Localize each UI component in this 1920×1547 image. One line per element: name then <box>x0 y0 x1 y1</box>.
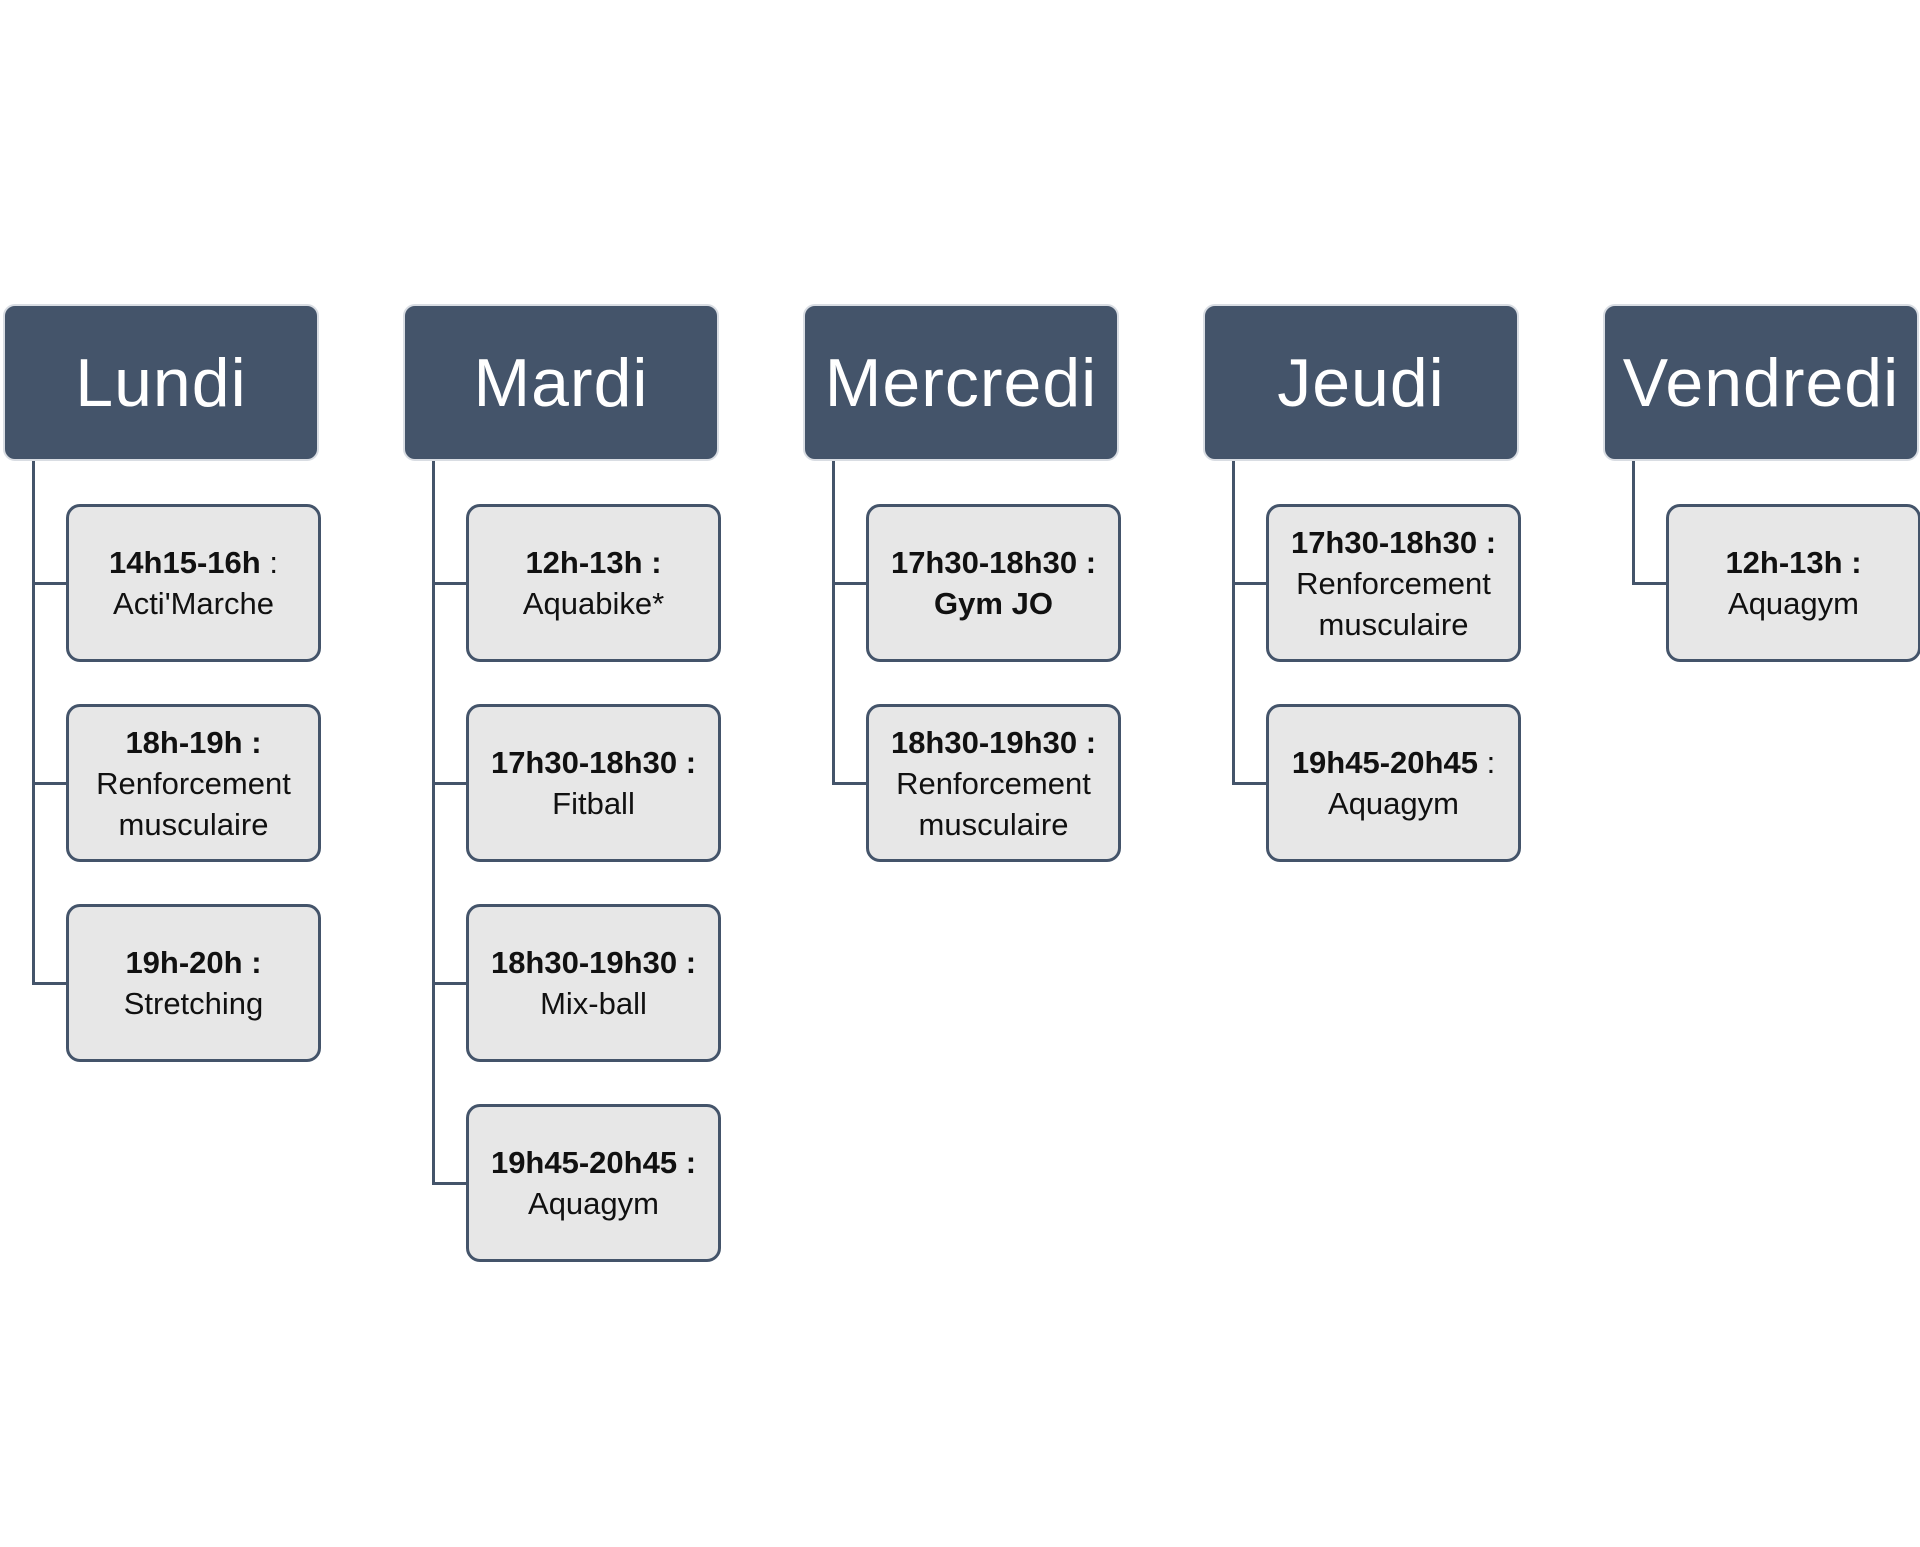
slot-time-line: 18h30-19h30 : <box>491 942 696 983</box>
tree-connector-line <box>1632 461 1635 585</box>
activity-slot: 18h30-19h30 :Renforcement musculaire <box>866 704 1121 862</box>
slot-activity: Renforcement musculaire <box>96 765 291 842</box>
slot-activity: Fitball <box>552 786 635 821</box>
slot-separator: : <box>269 545 278 580</box>
branch-connector-line <box>432 582 466 585</box>
slot-time-line: 19h-20h : <box>125 942 261 983</box>
branch-connector-line <box>432 982 466 985</box>
slot-separator: : <box>1851 545 1862 580</box>
slot-time: 18h-19h <box>125 724 243 760</box>
branch-connector-line <box>832 782 866 785</box>
day-header: Vendredi <box>1603 304 1919 461</box>
slot-time-line: 17h30-18h30 : <box>891 542 1096 583</box>
slot-activity: Mix-ball <box>540 986 647 1021</box>
slot-separator: : <box>685 745 697 780</box>
day-header: Mercredi <box>803 304 1119 461</box>
slot-separator: : <box>1085 724 1097 760</box>
branch-connector-line <box>1232 782 1266 785</box>
slot-time: 18h30-19h30 <box>490 945 678 980</box>
slot-separator: : <box>251 945 262 980</box>
slot-separator: : <box>251 724 262 760</box>
slot-activity: Acti'Marche <box>113 586 274 621</box>
slot-time: 17h30-18h30 <box>890 545 1078 580</box>
slot-time: 19h-20h <box>125 945 243 980</box>
slot-time-line: 14h15-16h : <box>109 542 278 583</box>
slot-separator: : <box>1485 524 1497 560</box>
branch-connector-line <box>32 782 66 785</box>
day-header: Jeudi <box>1203 304 1519 461</box>
activity-slot: 17h30-18h30 :Fitball <box>466 704 721 862</box>
slot-time: 18h30-19h30 <box>890 724 1078 760</box>
slot-activity: Aquagym <box>1728 586 1859 621</box>
slot-activity: Renforcement musculaire <box>1296 565 1491 642</box>
slot-activity: Aquagym <box>528 1186 659 1221</box>
slot-time: 17h30-18h30 <box>1290 524 1478 560</box>
activity-slot: 18h-19h :Renforcement musculaire <box>66 704 321 862</box>
activity-slot: 19h-20h :Stretching <box>66 904 321 1062</box>
slot-activity: Aquabike* <box>522 586 665 621</box>
slot-time-line: 19h45-20h45 : <box>491 1142 696 1183</box>
tree-connector-line <box>1232 461 1235 785</box>
slot-time: 17h30-18h30 <box>490 745 678 780</box>
slot-time: 12h-13h <box>525 545 643 580</box>
branch-connector-line <box>1232 582 1266 585</box>
tree-connector-line <box>832 461 835 785</box>
branch-connector-line <box>32 582 66 585</box>
activity-slot: 14h15-16h :Acti'Marche <box>66 504 321 662</box>
activity-slot: 18h30-19h30 :Mix-ball <box>466 904 721 1062</box>
branch-connector-line <box>432 782 466 785</box>
tree-connector-line <box>432 461 435 1185</box>
slot-time-line: 18h30-19h30 : <box>891 722 1096 763</box>
slot-activity: Aquagym <box>1328 786 1459 821</box>
slot-activity: Gym JO <box>934 586 1053 621</box>
branch-connector-line <box>32 982 66 985</box>
slot-separator: : <box>1486 745 1496 780</box>
slot-activity: Stretching <box>123 986 264 1021</box>
activity-slot: 19h45-20h45 :Aquagym <box>466 1104 721 1262</box>
tree-connector-line <box>32 461 35 985</box>
activity-slot: 12h-13h :Aquagym <box>1666 504 1920 662</box>
slot-time: 12h-13h <box>1725 545 1843 580</box>
branch-connector-line <box>832 582 866 585</box>
branch-connector-line <box>432 1182 466 1185</box>
slot-time-line: 17h30-18h30 : <box>491 742 696 783</box>
branch-connector-line <box>1632 582 1666 585</box>
slot-separator: : <box>685 1145 697 1180</box>
day-header: Lundi <box>3 304 319 461</box>
slot-time-line: 17h30-18h30 : <box>1291 522 1496 563</box>
slot-separator: : <box>1085 545 1097 580</box>
slot-time-line: 19h45-20h45 : <box>1292 742 1495 783</box>
day-header: Mardi <box>403 304 719 461</box>
slot-time-line: 18h-19h : <box>125 722 261 763</box>
slot-activity: Renforcement musculaire <box>896 765 1091 842</box>
slot-separator: : <box>685 945 697 980</box>
slot-time: 14h15-16h <box>109 545 261 580</box>
activity-slot: 17h30-18h30 :Renforcement musculaire <box>1266 504 1521 662</box>
activity-slot: 19h45-20h45 :Aquagym <box>1266 704 1521 862</box>
slot-separator: : <box>651 545 662 580</box>
slot-time-line: 12h-13h : <box>525 542 661 583</box>
slot-time: 19h45-20h45 <box>490 1145 678 1180</box>
slot-time-line: 12h-13h : <box>1725 542 1861 583</box>
slot-time: 19h45-20h45 <box>1291 745 1478 780</box>
activity-slot: 12h-13h :Aquabike* <box>466 504 721 662</box>
activity-slot: 17h30-18h30 :Gym JO <box>866 504 1121 662</box>
